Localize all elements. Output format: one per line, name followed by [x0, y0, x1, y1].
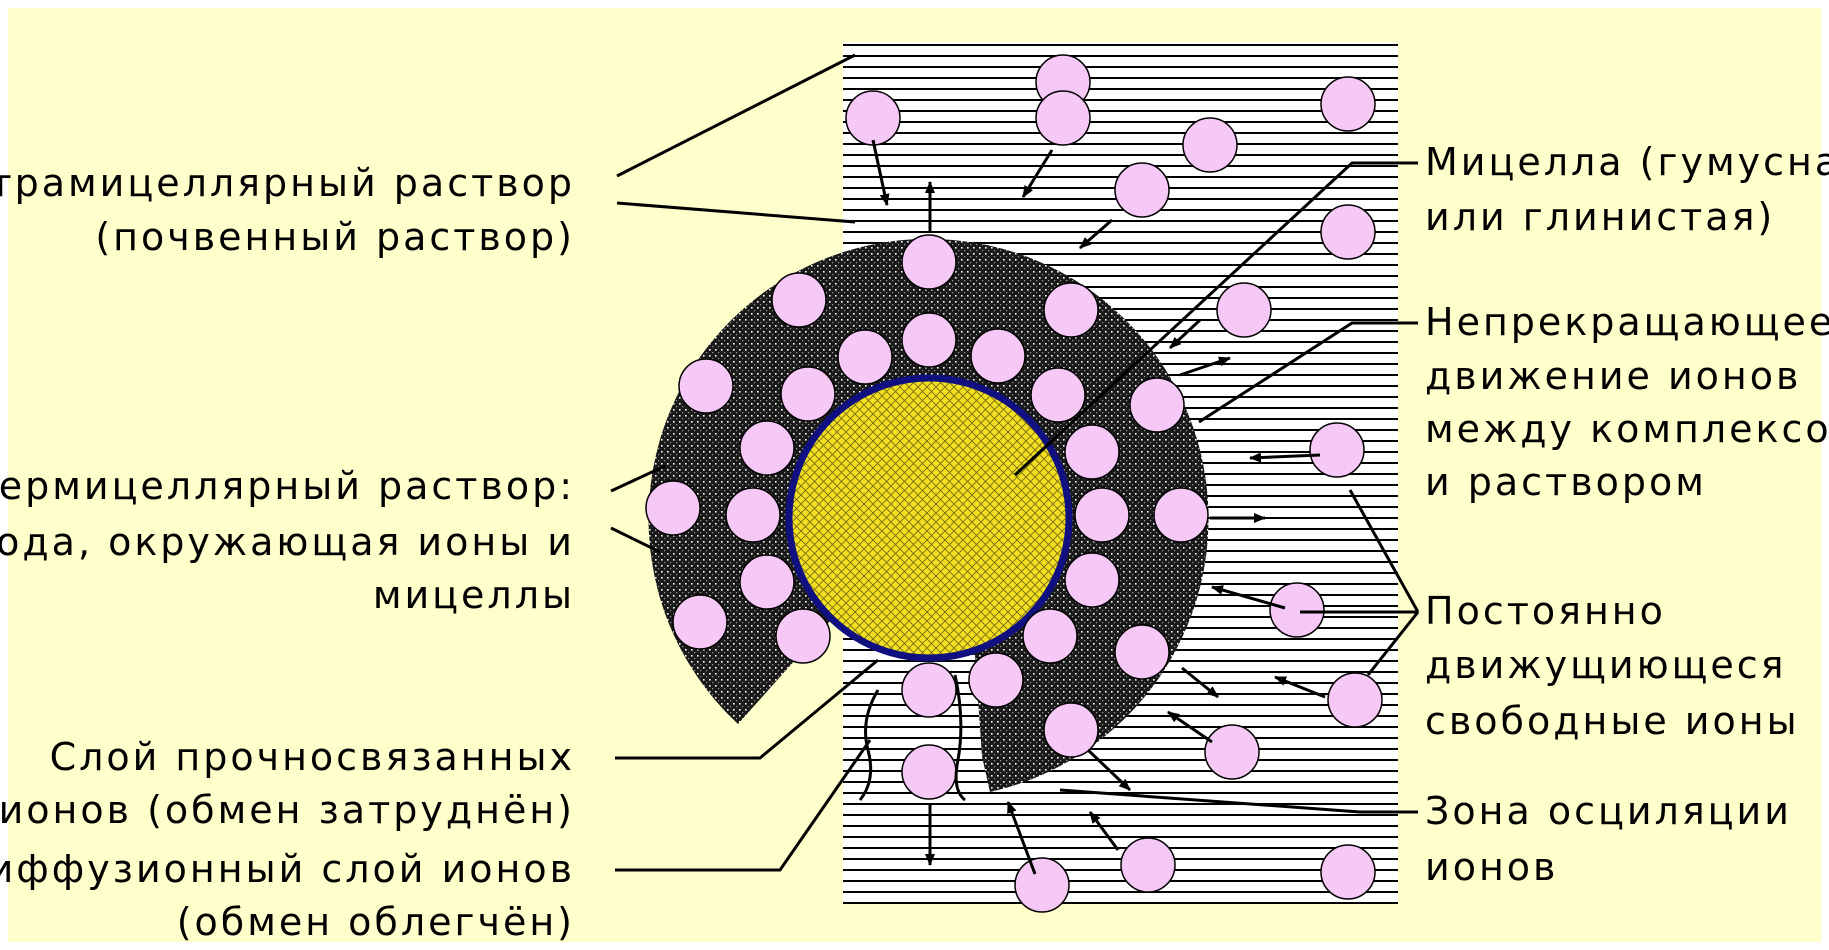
ion-circle	[740, 555, 794, 609]
ion-circle	[740, 421, 794, 475]
ion-circle	[1023, 609, 1077, 663]
label-diffuse-layer-2: (обмен облегчён)	[177, 900, 575, 944]
ion-circle	[902, 313, 956, 367]
ion-circle	[1321, 845, 1375, 899]
label-movement-2: движение ионов	[1425, 354, 1801, 398]
ion-circle	[1183, 118, 1237, 172]
ion-circle	[679, 359, 733, 413]
ion-circle	[1044, 703, 1098, 757]
ion-circle	[1328, 673, 1382, 727]
label-free-ions-2: движущиющеся	[1425, 643, 1787, 687]
ion-circle	[1031, 368, 1085, 422]
label-diffuse-layer-1: Диффузионный слой ионов	[0, 847, 575, 891]
ion-circle	[1205, 725, 1259, 779]
ion-circle	[1321, 77, 1375, 131]
label-intramicellar-2: (почвенный раствор)	[95, 215, 575, 259]
ion-circle	[902, 235, 956, 289]
ion-circle	[1036, 91, 1090, 145]
label-movement-4: и раствором	[1425, 460, 1707, 504]
label-free-ions-3: свободные ионы	[1425, 699, 1800, 743]
ion-circle	[846, 91, 900, 145]
ion-circle	[1015, 858, 1069, 912]
ion-circle	[673, 595, 727, 649]
ion-circle	[1075, 488, 1129, 542]
label-free-ions-1: Постоянно	[1425, 589, 1666, 633]
ion-circle	[971, 329, 1025, 383]
ion-circle	[1115, 625, 1169, 679]
ion-circle	[1130, 378, 1184, 432]
ion-circle	[1044, 283, 1098, 337]
ion-circle	[1270, 583, 1324, 637]
ion-circle	[726, 488, 780, 542]
ion-circle	[969, 653, 1023, 707]
ion-circle	[1154, 488, 1208, 542]
ion-circle	[902, 745, 956, 799]
ion-circle	[1065, 553, 1119, 607]
ion-circle	[1065, 425, 1119, 479]
label-oscillation-1: Зона осциляции	[1425, 789, 1792, 833]
label-intermicellar-3: мицеллы	[373, 573, 575, 617]
label-strong-layer-2: ионов (обмен затруднён)	[0, 788, 575, 832]
label-intermicellar-2: вода, окружающая ионы и	[0, 520, 575, 564]
label-strong-layer-1: Слой прочносвязанных	[50, 735, 575, 779]
ion-circle	[781, 367, 835, 421]
ion-circle	[902, 663, 956, 717]
label-movement-1: Непрекращающееся	[1425, 300, 1829, 344]
label-intramicellar-1: Интрамицеллярный раствор	[0, 161, 575, 205]
ion-circle	[776, 609, 830, 663]
ion-circle	[838, 330, 892, 384]
ion-circle	[1217, 283, 1271, 337]
ion-circle	[1115, 163, 1169, 217]
ion-circle	[772, 273, 826, 327]
label-micelle-2: или глинистая)	[1425, 195, 1775, 239]
label-oscillation-2: ионов	[1425, 845, 1558, 889]
label-movement-3: между комплексом	[1425, 407, 1829, 451]
ion-circle	[1121, 838, 1175, 892]
ion-circle	[1321, 205, 1375, 259]
ion-circle	[646, 481, 700, 535]
label-micelle-1: Мицелла (гумусная	[1425, 140, 1829, 184]
micelle-core	[789, 378, 1069, 658]
label-intermicellar-1: Интермицеллярный раствор:	[0, 464, 575, 508]
ion-circle	[1310, 423, 1364, 477]
